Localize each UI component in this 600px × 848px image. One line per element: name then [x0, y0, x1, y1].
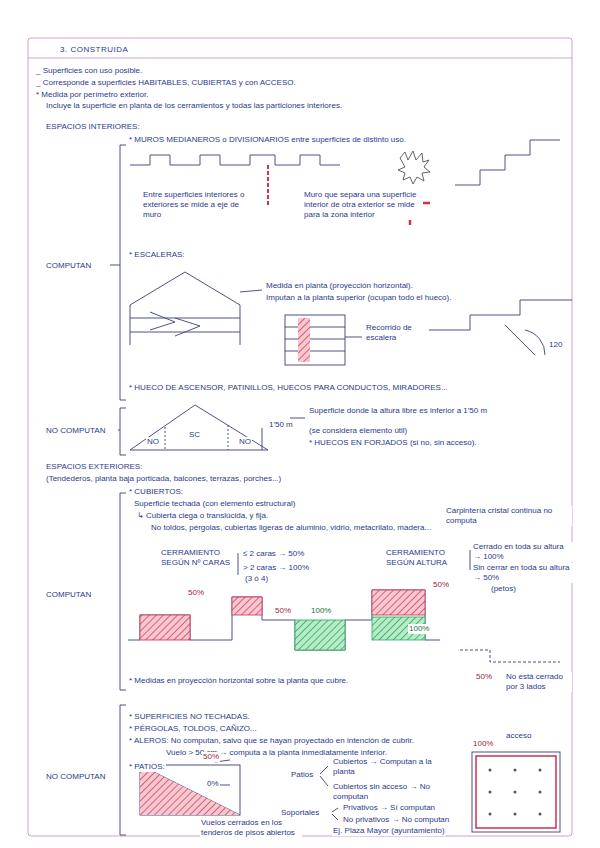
note-text: (Tendederos, planta baja porticada, balc… — [45, 474, 282, 484]
note-text: No está cerrado por 3 lados — [505, 672, 572, 692]
note-text: * HUECOS EN FORJADOS (si no, sin acceso)… — [308, 438, 478, 448]
note-text: NO — [238, 437, 252, 447]
note-text: > 2 caras → 100% — [242, 563, 310, 573]
note-text: Superficie techada (con elemento estruct… — [133, 499, 296, 509]
note-text: Recorrido de escalera — [365, 323, 429, 343]
note-text: ↳ Cubierta ciega o translúcida, y fija. — [136, 511, 269, 521]
note-text: Patios — [290, 770, 314, 780]
note-text: 50% — [432, 580, 450, 590]
note-text: ESPACIOS EXTERIORES: — [45, 462, 143, 472]
note-text: Vuelos cerrados en los tenderos de pisos… — [200, 818, 302, 838]
note-text: Privativos → Sí computan — [342, 803, 436, 813]
note-text: ≤ 2 caras → 50% — [242, 549, 305, 559]
note-text: CERRAMIENTO SEGÚN ALTURA — [385, 548, 455, 568]
note-text: (se considera elemento útil) — [308, 426, 408, 436]
note-text: Soportales — [280, 808, 320, 818]
note-text: Muro que separa una superficie interior … — [303, 190, 423, 220]
note-text: 50% — [274, 606, 292, 616]
note-text: No toldos, pérgolas, cubiertas ligeras d… — [150, 523, 442, 533]
note-text: 100% — [310, 606, 332, 616]
note-text: CERRAMIENTO SEGÚN Nº CARAS — [160, 548, 234, 568]
note-text: 50% — [202, 752, 220, 762]
note-text: _ Superficies con uso posible. — [35, 66, 143, 76]
note-text: * MUROS MEDIANEROS o DIVISIONARIOS entre… — [128, 135, 407, 145]
note-text: Cubiertos sin acceso → No computan — [332, 782, 434, 802]
note-text: Sin cerrar en toda su altura → 50% — [472, 563, 574, 583]
note-text: NO COMPUTAN — [45, 426, 106, 436]
note-text: 100% — [472, 739, 494, 749]
note-text: * HUECO DE ASCENSOR, PATINILLOS, HUECOS … — [128, 383, 449, 393]
note-text: 120 — [548, 340, 563, 350]
note-text: _ Corresponde a superficies HABITABLES, … — [35, 78, 297, 88]
note-text: Cerrado en toda su altura → 100% — [472, 542, 574, 562]
note-text: NO — [146, 437, 160, 447]
note-text: Cubiertos → Computan a la planta — [332, 757, 449, 777]
note-text: 1'50 m — [268, 420, 294, 430]
note-text: Incluye la superficie en planta de los c… — [45, 101, 343, 111]
note-text: * CUBIERTOS: — [128, 487, 184, 497]
note-text: No privativos → No computan — [342, 815, 450, 825]
note-text: Superficie donde la altura libre es infe… — [308, 406, 540, 416]
note-text: ESPACIOS INTERIORES: — [45, 122, 141, 132]
note-text: 50% — [475, 672, 493, 682]
note-text: Entre superficies interiores o exteriore… — [142, 190, 254, 220]
note-text: COMPUTAN — [45, 261, 92, 271]
note-text: * PATIOS: — [128, 762, 166, 772]
note-text: 0% — [206, 779, 220, 789]
note-text: * SUPERFICIES NO TECHADAS. — [128, 712, 251, 722]
note-text: 100% — [408, 624, 430, 634]
note-text: * Medida por perímetro exterior. — [35, 90, 150, 100]
page-heading: 3. CONSTRUIDA — [60, 45, 128, 55]
note-text: Ej. Plaza Mayor (ayuntamiento) — [332, 826, 446, 836]
note-text: (3 ó 4) — [244, 574, 269, 584]
note-text: Medida en planta (proyección horizontal)… — [265, 281, 414, 291]
note-text: * Medidas en proyección horizontal sobre… — [128, 676, 349, 686]
note-text: COMPUTAN — [45, 590, 92, 600]
note-text: 50% — [187, 588, 205, 598]
note-text: * PÉRGOLAS, TOLDOS, CAÑIZO... — [128, 724, 258, 734]
note-text: Carpintería cristal continua no computa — [445, 506, 572, 526]
note-text: (petos) — [490, 584, 517, 594]
note-text: acceso — [505, 731, 532, 741]
note-text: Imputan a la planta superior (ocupan tod… — [265, 293, 452, 303]
note-text: SC — [188, 430, 201, 440]
note-text: NO COMPUTAN — [45, 772, 106, 782]
note-text: * ESCALERAS: — [128, 250, 186, 260]
